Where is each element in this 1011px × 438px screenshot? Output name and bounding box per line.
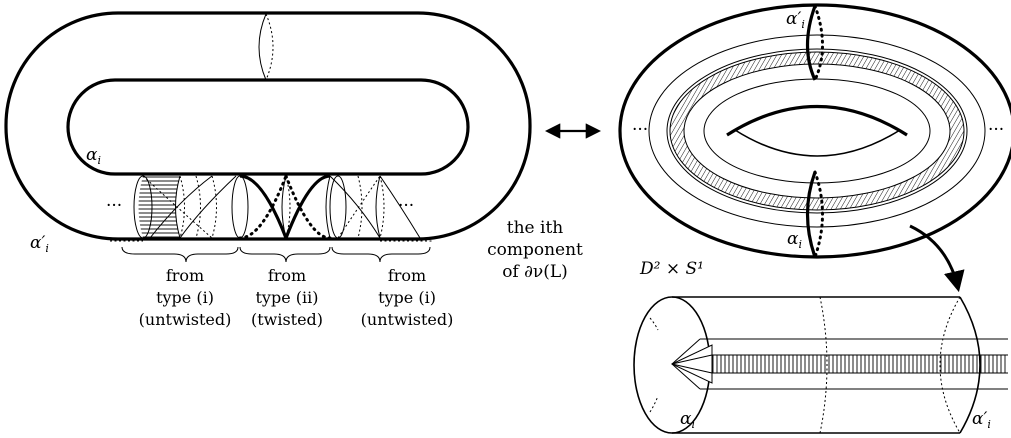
region-caption-1: from type (i) (untwisted) xyxy=(139,266,232,329)
svg-text:(twisted): (twisted) xyxy=(251,310,323,329)
alpha-i-label: αi xyxy=(86,145,101,167)
region-caption-3: from type (i) (untwisted) xyxy=(361,266,454,329)
svg-text:(untwisted): (untwisted) xyxy=(139,310,232,329)
region-caption-2: from type (ii) (twisted) xyxy=(251,266,323,329)
outer-boundary xyxy=(4,11,532,241)
right-dots-left: ··· xyxy=(632,120,648,140)
svg-text:the ith: the ith xyxy=(507,218,564,238)
right-alpha-prime-label: α′i xyxy=(786,9,805,31)
bottom-alpha-label: αi xyxy=(680,409,695,431)
type-i-right-band xyxy=(329,175,421,239)
meridian-alpha-prime xyxy=(805,5,817,81)
alpha-i-prime-label: α′i xyxy=(30,233,49,255)
left-torus-figure: αi α′i ··· ··· from type (i) (untwisted)… xyxy=(4,11,583,329)
outer-torus-ellipse xyxy=(618,3,1011,259)
inner-hole-right xyxy=(726,105,908,137)
svg-text:from: from xyxy=(268,266,306,285)
bottom-cylinder-figure: αi α′i xyxy=(633,296,1008,434)
svg-text:component: component xyxy=(487,240,583,260)
svg-text:type (ii): type (ii) xyxy=(256,288,319,307)
svg-text:type (i): type (i) xyxy=(378,288,436,307)
dots-left: ··· xyxy=(106,196,122,216)
curved-down-arrow xyxy=(909,224,965,293)
svg-text:(untwisted): (untwisted) xyxy=(361,310,454,329)
bottom-alpha-prime-label: α′i xyxy=(972,409,991,431)
solid-torus-label: D² × S¹ xyxy=(639,259,704,279)
component-caption: the ith component of ∂ν(L) xyxy=(487,218,583,282)
type-i-left-band xyxy=(133,175,237,239)
svg-text:type (i): type (i) xyxy=(156,288,214,307)
type-ii-twisted-band xyxy=(231,174,332,240)
right-solid-torus-figure: ··· ··· α′i αi D² × S¹ xyxy=(618,3,1011,279)
svg-text:from: from xyxy=(388,266,426,285)
dots-right: ··· xyxy=(398,196,414,216)
inner-hole xyxy=(66,78,470,176)
braces xyxy=(121,246,431,263)
meridian-alpha xyxy=(805,171,817,258)
hatched-strip xyxy=(712,355,1008,373)
right-dots-right: ··· xyxy=(988,120,1004,140)
svg-text:from: from xyxy=(166,266,204,285)
right-alpha-label: αi xyxy=(787,229,802,251)
meridian-top xyxy=(258,13,267,81)
svg-text:of ∂ν(L): of ∂ν(L) xyxy=(502,262,568,282)
